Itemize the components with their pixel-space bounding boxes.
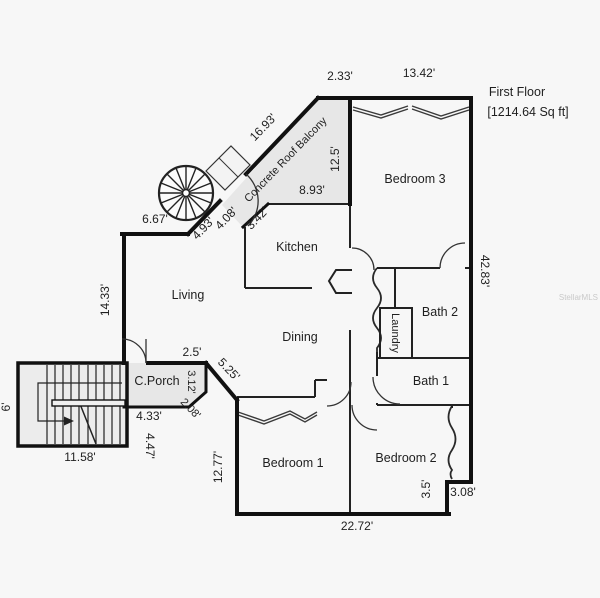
room-label-bedroom2: Bedroom 2 — [375, 451, 436, 465]
bedroom2-door-arc — [351, 404, 378, 431]
dim-porch-below: 4.47' — [143, 433, 157, 459]
dim-living-side: 14.33' — [98, 284, 112, 316]
dim-stairs-bottom: 11.58' — [64, 450, 95, 464]
exterior-stairs-wall — [16, 361, 129, 448]
exterior-walls — [120, 95, 473, 516]
stairs-direction-arrow — [64, 416, 74, 426]
bedroom1-door-arc — [326, 381, 352, 407]
porch-area — [124, 363, 206, 407]
interior-walls — [237, 203, 471, 514]
dim-upper-left: 6.67' — [142, 212, 168, 226]
room-label-dining: Dining — [282, 330, 317, 344]
kitchen-door-arc — [351, 247, 375, 271]
dim-notch-side: 3.5' — [419, 480, 433, 499]
room-label-bath1: Bath 1 — [413, 374, 449, 388]
dim-porch-bottom: 4.33' — [136, 409, 162, 423]
porch-walls — [122, 361, 208, 409]
balcony-door-arc — [245, 173, 259, 227]
room-label-bath2: Bath 2 — [422, 305, 458, 319]
room-label-bedroom3: Bedroom 3 — [384, 172, 445, 186]
room-label-laundry: Laundry — [389, 313, 401, 353]
dim-balcony-side: 12.5' — [328, 146, 342, 172]
room-label-bedroom1: Bedroom 1 — [262, 456, 323, 470]
balcony-area — [222, 98, 350, 227]
dim-porch-top: 2.5' — [183, 345, 202, 359]
dim-stairs-side: 6' — [0, 403, 13, 412]
spiral-staircase-icon — [157, 164, 215, 222]
bedroom3-door-arc — [439, 242, 466, 269]
dim-porch-side: 3.12' — [185, 370, 197, 394]
plan-area: [1214.64 Sq ft] — [487, 105, 568, 119]
watermark-text: StellarMLS — [559, 293, 598, 302]
dim-notch-bottom: 3.08' — [450, 485, 476, 499]
dim-bottom: 22.72' — [341, 519, 373, 533]
bath1-door-arc — [372, 376, 401, 405]
stairs-mid-rail — [51, 399, 126, 407]
plan-title: First Floor — [489, 85, 545, 99]
dim-balcony-edge: 16.93' — [247, 111, 280, 144]
room-label-porch: C.Porch — [134, 374, 179, 388]
room-label-kitchen: Kitchen — [276, 240, 318, 254]
dim-bedroom1-side: 12.77' — [211, 451, 225, 483]
bedroom2-closet-wavy — [447, 405, 457, 480]
stair-landing — [205, 145, 251, 191]
room-label-living: Living — [172, 288, 205, 302]
dim-bedroom3-top: 13.42' — [403, 66, 435, 80]
bedroom1-closet-zigzag — [237, 410, 318, 425]
dim-balcony-bottom: 8.93' — [299, 183, 325, 197]
door-arcs — [121, 173, 466, 431]
dim-right-side: 42.83' — [478, 255, 492, 287]
dim-balcony-top: 2.33' — [327, 69, 353, 83]
bedroom3-closet-zigzag — [352, 105, 470, 120]
